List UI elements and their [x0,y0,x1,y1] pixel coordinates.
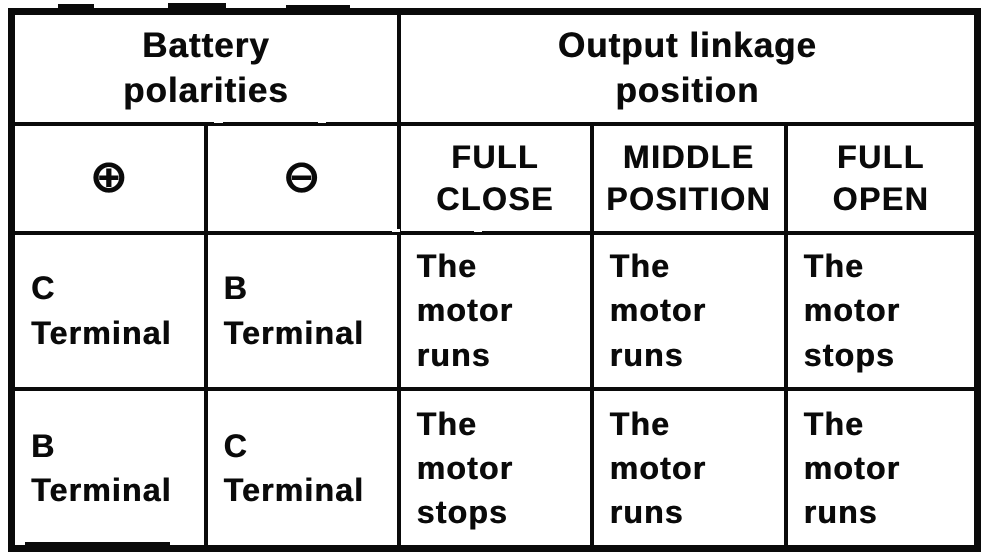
col-header-full-close: FULL CLOSE [396,121,594,235]
col-header-full-open: FULL OPEN [783,121,980,235]
table-cell: B Terminal [203,230,401,391]
table-cell: The motor stops [783,230,980,391]
table-cell: The motor runs [589,230,788,391]
header-output-linkage-position-label: Output linkage position [557,25,817,111]
table-cell: B Terminal [9,386,208,551]
scan-artifact [286,5,350,10]
positive-polarity-icon: ⊕ [89,149,130,204]
scan-gap [318,120,326,123]
middle-position-result: The motor runs [609,405,707,530]
scan-gap [432,228,445,231]
scan-gap [252,119,263,122]
negative-terminal-value: C Terminal [223,427,365,508]
header-battery-polarities-label: Battery polarities [122,25,289,111]
scan-artifact [168,3,226,10]
table-cell: C Terminal [9,230,208,391]
scan-gap [392,229,400,232]
scan-gap [352,228,363,231]
table-cell: The motor runs [783,386,980,551]
col-header-full-open-label: FULL OPEN [832,138,930,217]
col-header-positive-polarity: ⊕ [9,121,208,235]
full-open-result: The motor runs [803,405,901,530]
scan-gap [178,119,190,122]
full-close-result: The motor runs [416,248,514,373]
positive-terminal-value: C Terminal [31,270,172,351]
col-header-middle-position-label: MIDDLE POSITION [606,138,771,217]
header-output-linkage-position: Output linkage position [396,9,980,126]
col-header-full-close-label: FULL CLOSE [436,138,554,217]
scan-artifact [58,4,94,11]
table-cell: The motor runs [396,230,594,391]
middle-position-result: The motor runs [609,248,707,373]
col-header-middle-position: MIDDLE POSITION [589,121,788,235]
table-cell: C Terminal [203,386,401,551]
table-cell: The motor runs [589,386,788,551]
header-battery-polarities: Battery polarities [9,9,401,126]
col-header-negative-polarity: ⊖ [203,121,401,235]
scan-gap [474,229,482,232]
full-open-result: The motor stops [803,248,901,373]
negative-terminal-value: B Terminal [223,270,365,351]
full-close-result: The motor stops [416,405,514,530]
scan-gap [214,120,223,123]
battery-polarity-linkage-table: Battery polarities Output linkage positi… [8,8,982,552]
scan-artifact [25,542,170,549]
table-cell: The motor stops [396,386,594,551]
negative-polarity-icon: ⊖ [281,149,323,204]
positive-terminal-value: B Terminal [31,427,172,508]
